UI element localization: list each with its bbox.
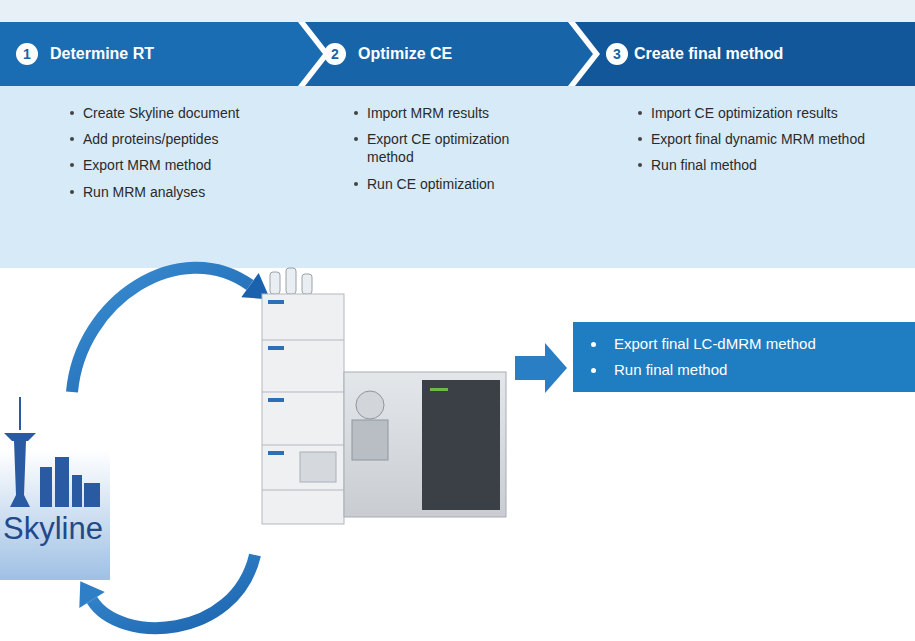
step-number-circle: 2 xyxy=(324,43,346,65)
step-number-circle: 3 xyxy=(606,43,628,65)
bullet-dot xyxy=(638,163,642,167)
step-number: 2 xyxy=(324,43,346,65)
step-heading: Create final method xyxy=(634,22,783,86)
chevron xyxy=(0,22,323,86)
ion-source xyxy=(356,391,384,419)
status-light xyxy=(430,388,448,391)
ms-front-panel xyxy=(422,380,500,510)
step-column: Optimize CE Import MRM resultsExport CE o… xyxy=(318,22,590,268)
bullet-item: Export final dynamic MRM method xyxy=(638,130,878,148)
cycle-arrow xyxy=(92,555,255,628)
solvent-bottle xyxy=(270,272,280,294)
bullet-item: Run MRM analyses xyxy=(70,183,296,201)
bullet-dot xyxy=(354,137,358,141)
bullet-dot xyxy=(591,368,596,373)
bullet-text: Export final dynamic MRM method xyxy=(651,131,865,147)
building xyxy=(84,483,100,507)
lc-door xyxy=(300,452,336,482)
building xyxy=(72,475,82,507)
bullet-dot xyxy=(354,182,358,186)
bullet-item: Run CE optimization xyxy=(354,175,540,193)
bullet-item: Add proteins/peptides xyxy=(70,130,296,148)
bullet-text: Create Skyline document xyxy=(83,105,239,121)
arrow-head xyxy=(79,581,105,608)
bullet-dot xyxy=(70,137,74,141)
bullet-list: Create Skyline documentAdd proteins/pept… xyxy=(70,104,296,209)
bullet-list: Export final LC-dMRM methodRun final met… xyxy=(573,334,907,385)
top-strip xyxy=(0,0,915,22)
bullet-text: Run MRM analyses xyxy=(83,184,205,200)
lc-stack xyxy=(262,294,344,524)
bullet-item: Create Skyline document xyxy=(70,104,296,122)
needle-spire xyxy=(19,397,21,430)
bullet-text: Add proteins/peptides xyxy=(83,131,218,147)
building xyxy=(55,457,69,507)
step-heading: Determine RT xyxy=(50,22,154,86)
step-number-circle: 1 xyxy=(16,43,38,65)
final-method-box: Export final LC-dMRM methodRun final met… xyxy=(573,322,915,392)
bullet-text: Export final LC-dMRM method xyxy=(614,335,816,352)
mass-spectrometer xyxy=(344,372,506,517)
bullet-text: Run final method xyxy=(614,361,727,378)
bullet-item: Export final LC-dMRM method xyxy=(573,334,907,354)
solvent-bottle xyxy=(302,274,312,294)
logo-text: Skyline xyxy=(3,511,103,547)
bullet-text: Run CE optimization xyxy=(367,176,495,192)
bullet-list: Import CE optimization resultsExport fin… xyxy=(638,104,878,183)
solvent-bottle xyxy=(286,268,296,294)
chevron xyxy=(575,22,915,86)
bullet-text: Run final method xyxy=(651,157,757,173)
bullet-item: Export CE optimization method xyxy=(354,130,540,166)
bullet-dot xyxy=(354,111,358,115)
step-column: Determine RT Create Skyline documentAdd p… xyxy=(0,22,300,268)
bullet-dot xyxy=(70,190,74,194)
bullet-text: Export CE optimization method xyxy=(367,131,509,165)
logo-art xyxy=(0,395,115,585)
bullet-dot xyxy=(70,111,74,115)
bullet-text: Export MRM method xyxy=(83,157,211,173)
bullet-dot xyxy=(70,163,74,167)
lc-module-line xyxy=(262,490,344,491)
bullet-dot xyxy=(638,111,642,115)
bullet-item: Run final method xyxy=(638,156,878,174)
bullet-item: Run final method xyxy=(573,360,907,380)
block-arrow xyxy=(515,343,567,393)
bullet-dot xyxy=(591,342,596,347)
cycle-arrow xyxy=(72,268,250,392)
ion-source-housing xyxy=(352,420,388,460)
lc-module-line xyxy=(262,340,344,341)
step-number: 3 xyxy=(606,43,628,65)
bullet-list: Import MRM resultsExport CE optimization… xyxy=(354,104,540,201)
bullet-item: Import MRM results xyxy=(354,104,540,122)
step-column: Create final methodImport CE optimizatio… xyxy=(598,22,915,268)
lc-module-line xyxy=(262,392,344,393)
bullet-dot xyxy=(638,137,642,141)
status-light xyxy=(268,300,284,304)
bullet-text: Import MRM results xyxy=(367,105,489,121)
building xyxy=(40,467,52,507)
status-light xyxy=(268,451,284,455)
chevron xyxy=(305,22,593,86)
step-number: 1 xyxy=(16,43,38,65)
needle-disc xyxy=(4,433,36,441)
skyline-logo: Skyline xyxy=(0,395,115,585)
status-light xyxy=(268,398,284,402)
lc-module-line xyxy=(262,445,344,446)
needle-tower xyxy=(10,441,30,507)
step-heading: Optimize CE xyxy=(358,22,452,86)
bullet-item: Export MRM method xyxy=(70,156,296,174)
status-light xyxy=(268,346,284,350)
light-panel xyxy=(0,86,915,268)
bullet-item: Import CE optimization results xyxy=(638,104,878,122)
bullet-text: Import CE optimization results xyxy=(651,105,838,121)
